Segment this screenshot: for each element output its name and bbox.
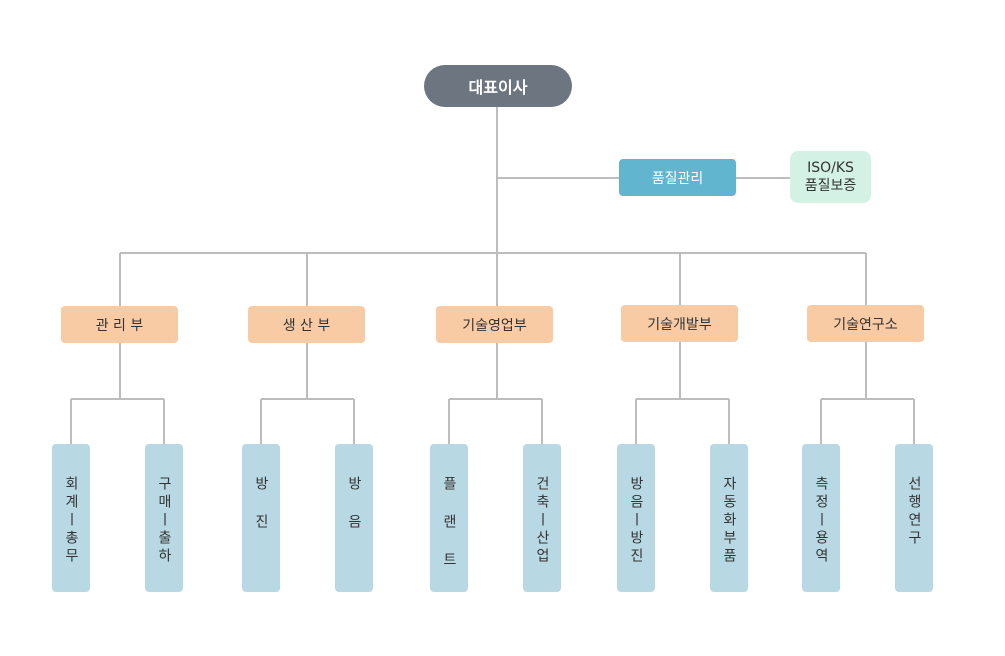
team-automation-parts: 자동화부품 bbox=[710, 444, 748, 592]
team-label: 플 랜 트 bbox=[441, 476, 457, 570]
team-purchasing-shipping: 구매ㅣ출하 bbox=[145, 444, 183, 592]
dept-production: 생 산 부 bbox=[248, 306, 365, 343]
iso-line-2: 품질보증 bbox=[804, 178, 857, 194]
team-plant: 플 랜 트 bbox=[430, 444, 468, 592]
team-accounting-general: 회계ㅣ총무 bbox=[52, 444, 90, 592]
ceo-node: 대표이사 bbox=[424, 65, 572, 107]
team-label: 구매ㅣ출하 bbox=[156, 476, 172, 566]
team-soundproof: 방 음 bbox=[335, 444, 373, 592]
quality-management-node: 품질관리 bbox=[619, 159, 736, 196]
team-construction-industry: 건축ㅣ산업 bbox=[523, 444, 561, 592]
team-label: 건축ㅣ산업 bbox=[534, 476, 550, 566]
team-label: 측정ㅣ용역 bbox=[813, 476, 829, 566]
dept-management: 관 리 부 bbox=[61, 306, 178, 343]
iso-ks-quality-assurance-node: ISO/KS 품질보증 bbox=[790, 151, 871, 203]
team-label: 선행연구 bbox=[906, 476, 922, 548]
team-vibration-proof: 방 진 bbox=[242, 444, 280, 592]
team-label: 방 음 bbox=[346, 476, 362, 532]
dept-tech-development: 기술개발부 bbox=[621, 305, 738, 342]
dept-tech-sales: 기술영업부 bbox=[436, 306, 553, 343]
iso-line-1: ISO/KS bbox=[807, 160, 854, 176]
team-advanced-research: 선행연구 bbox=[895, 444, 933, 592]
team-sound-vibration: 방음ㅣ방진 bbox=[617, 444, 655, 592]
team-label: 방 진 bbox=[253, 476, 269, 532]
team-label: 방음ㅣ방진 bbox=[628, 476, 644, 566]
dept-research-lab: 기술연구소 bbox=[807, 305, 924, 342]
team-label: 회계ㅣ총무 bbox=[63, 476, 79, 566]
team-label: 자동화부품 bbox=[721, 476, 737, 566]
team-measurement-service: 측정ㅣ용역 bbox=[802, 444, 840, 592]
